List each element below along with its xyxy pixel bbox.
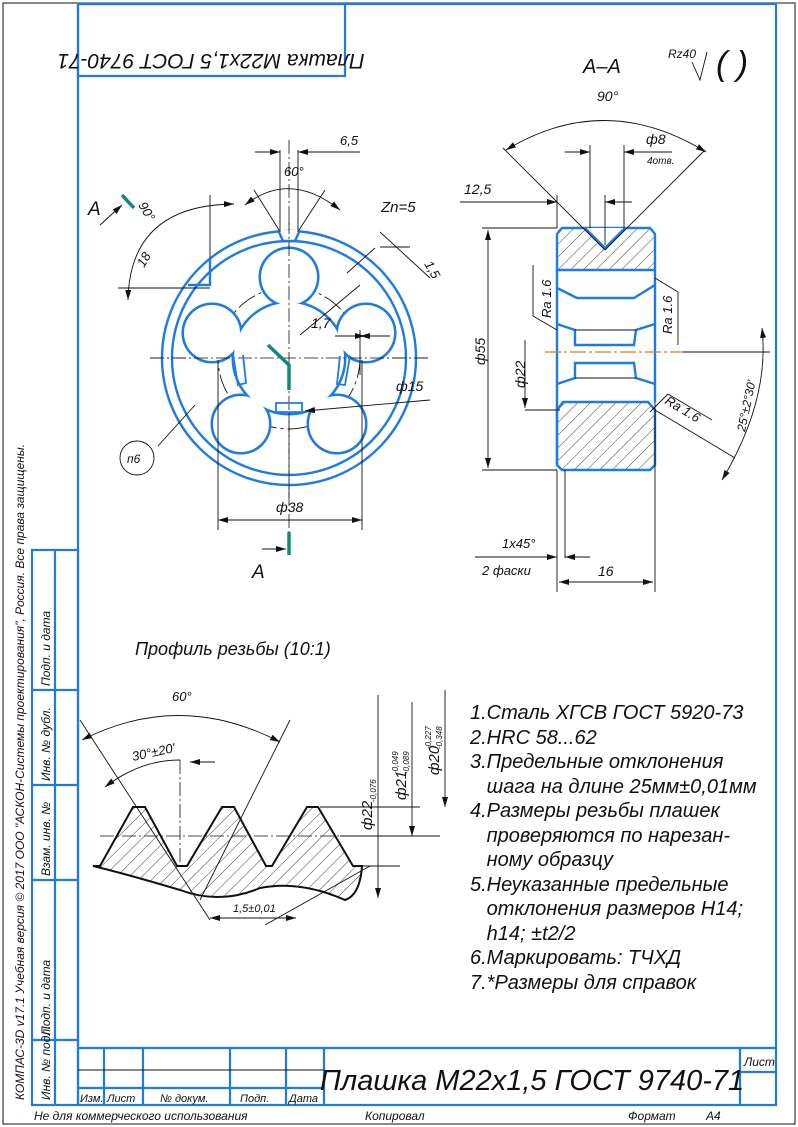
dim-thread-dia: ф22 (512, 361, 528, 388)
footer-format-label: Формат (628, 1109, 676, 1123)
tb-doc-no: № докум. (160, 1093, 208, 1105)
note-line: 3.Предельные отклонения (470, 751, 724, 773)
note-line: 2.HRC 58...62 (469, 727, 597, 749)
dim-depth: 1,5 (421, 258, 443, 282)
tb-title: Плашка М22х1,5 ГОСТ 9740-71 (320, 1065, 744, 1097)
strip-cell-podp-data-2: Подп. и дата (39, 611, 53, 686)
dim-offset: 12,5 (464, 181, 491, 197)
profile-d-major-tol: -0,076 (369, 779, 378, 802)
dim-section-angle: 90° (597, 88, 619, 104)
roughness-value: Rz40 (668, 47, 696, 61)
front-view (99, 140, 431, 555)
dim-slot-width: 6,5 (340, 133, 359, 148)
profile-d-minor-tol-low: -0,348 (435, 726, 444, 749)
top-stamp-designation: Плашка М22х1,5 ГОСТ 9740-71 (57, 49, 364, 72)
section-title: А–А (582, 56, 621, 78)
dim-flutes: Zn=5 (380, 199, 416, 216)
dim-radius: 18 (134, 249, 155, 270)
dim-hole-count: 4отв. (647, 156, 674, 167)
dim-chamfer: 1x45° (502, 536, 535, 551)
note-line: 4.Размеры резьбы плашек (470, 800, 721, 822)
footer-noncommercial: Не для коммерческого использования (34, 1109, 248, 1123)
section-mark-bottom: А (251, 562, 265, 583)
roughness-bracket: ( ) (716, 45, 748, 83)
profile-title: Профиль резьбы (10:1) (135, 639, 331, 659)
profile-d-pitch: ф21 (393, 771, 410, 800)
dim-width: 16 (598, 563, 614, 579)
main-frame (30, 2, 778, 1107)
dim-flute-dia: ф15 (396, 378, 423, 394)
section-mark-top: А (87, 199, 101, 220)
note-line: h14; ±t2/2 (470, 923, 576, 945)
callout-label: п6 (127, 452, 141, 466)
profile-angle: 60° (172, 689, 192, 704)
tb-list: Лист (106, 1093, 135, 1105)
dim-land: 1,7 (311, 315, 332, 331)
section-view (460, 51, 770, 592)
note-line: 5.Неуказанные предельные (470, 874, 729, 896)
dim-slot-angle: 60° (284, 164, 304, 179)
note-line: 1.Сталь ХГСВ ГОСТ 5920-73 (470, 702, 743, 724)
tb-podp: Подп. (240, 1093, 269, 1105)
dim-pitch-dia: ф38 (276, 499, 303, 515)
note-line: ному образцу (470, 849, 614, 871)
profile-d-major: ф22 (359, 800, 376, 830)
note-line: 6.Маркировать: ТЧХД (470, 947, 681, 969)
technical-notes: 1.Сталь ХГСВ ГОСТ 5920-73 2.HRC 58...62 … (469, 702, 757, 994)
copyright-text: КОМПАС-3D v17.1 Учебная версия © 2017 ОО… (13, 444, 27, 1100)
profile-d-pitch-tol-up: -0,049 (391, 751, 400, 774)
tb-data: Дата (287, 1093, 318, 1105)
strip-cell-vzam-inv: Взам. инв. № (39, 802, 53, 876)
footer-copied: Копировал (365, 1109, 425, 1123)
roughness-ra-2: Ra 1.6 (660, 295, 675, 334)
profile-d-minor-tol-up: -0,227 (424, 726, 433, 749)
strip-cell-inv-podl: Инв. № подл. (39, 1026, 53, 1100)
note-line: шага на длине 25мм±0,01мм (470, 776, 757, 798)
roughness-ra-3: Ra 1.6 (662, 393, 703, 426)
strip-cell-inv-dubl: Инв. № дубл. (39, 707, 53, 781)
profile-d-pitch-tol-low: -0,089 (402, 751, 411, 774)
roughness-ra-1: Ra 1.6 (539, 279, 554, 318)
footer-format-value: А4 (705, 1109, 721, 1123)
dim-hole-dia: ф8 (646, 131, 666, 147)
dim-angle-90: 90° (135, 199, 158, 224)
dim-chamfer-note: 2 фаски (481, 563, 531, 578)
profile-d-minor: ф20 (426, 745, 443, 775)
strip-cell-podp-data-1: Подп. и дата (39, 960, 53, 1035)
dim-outer-dia: ф55 (472, 338, 488, 365)
note-line: отклонения размеров Н14; (470, 898, 743, 920)
note-line: проверяются по нарезан- (470, 825, 730, 847)
thread-profile (79, 690, 448, 926)
profile-pitch: 1,5±0,01 (233, 903, 276, 915)
tb-izm: Изм. (80, 1093, 103, 1105)
note-line: 7.*Размеры для справок (470, 972, 698, 994)
tb-sheet-label: Лист (743, 1055, 775, 1069)
